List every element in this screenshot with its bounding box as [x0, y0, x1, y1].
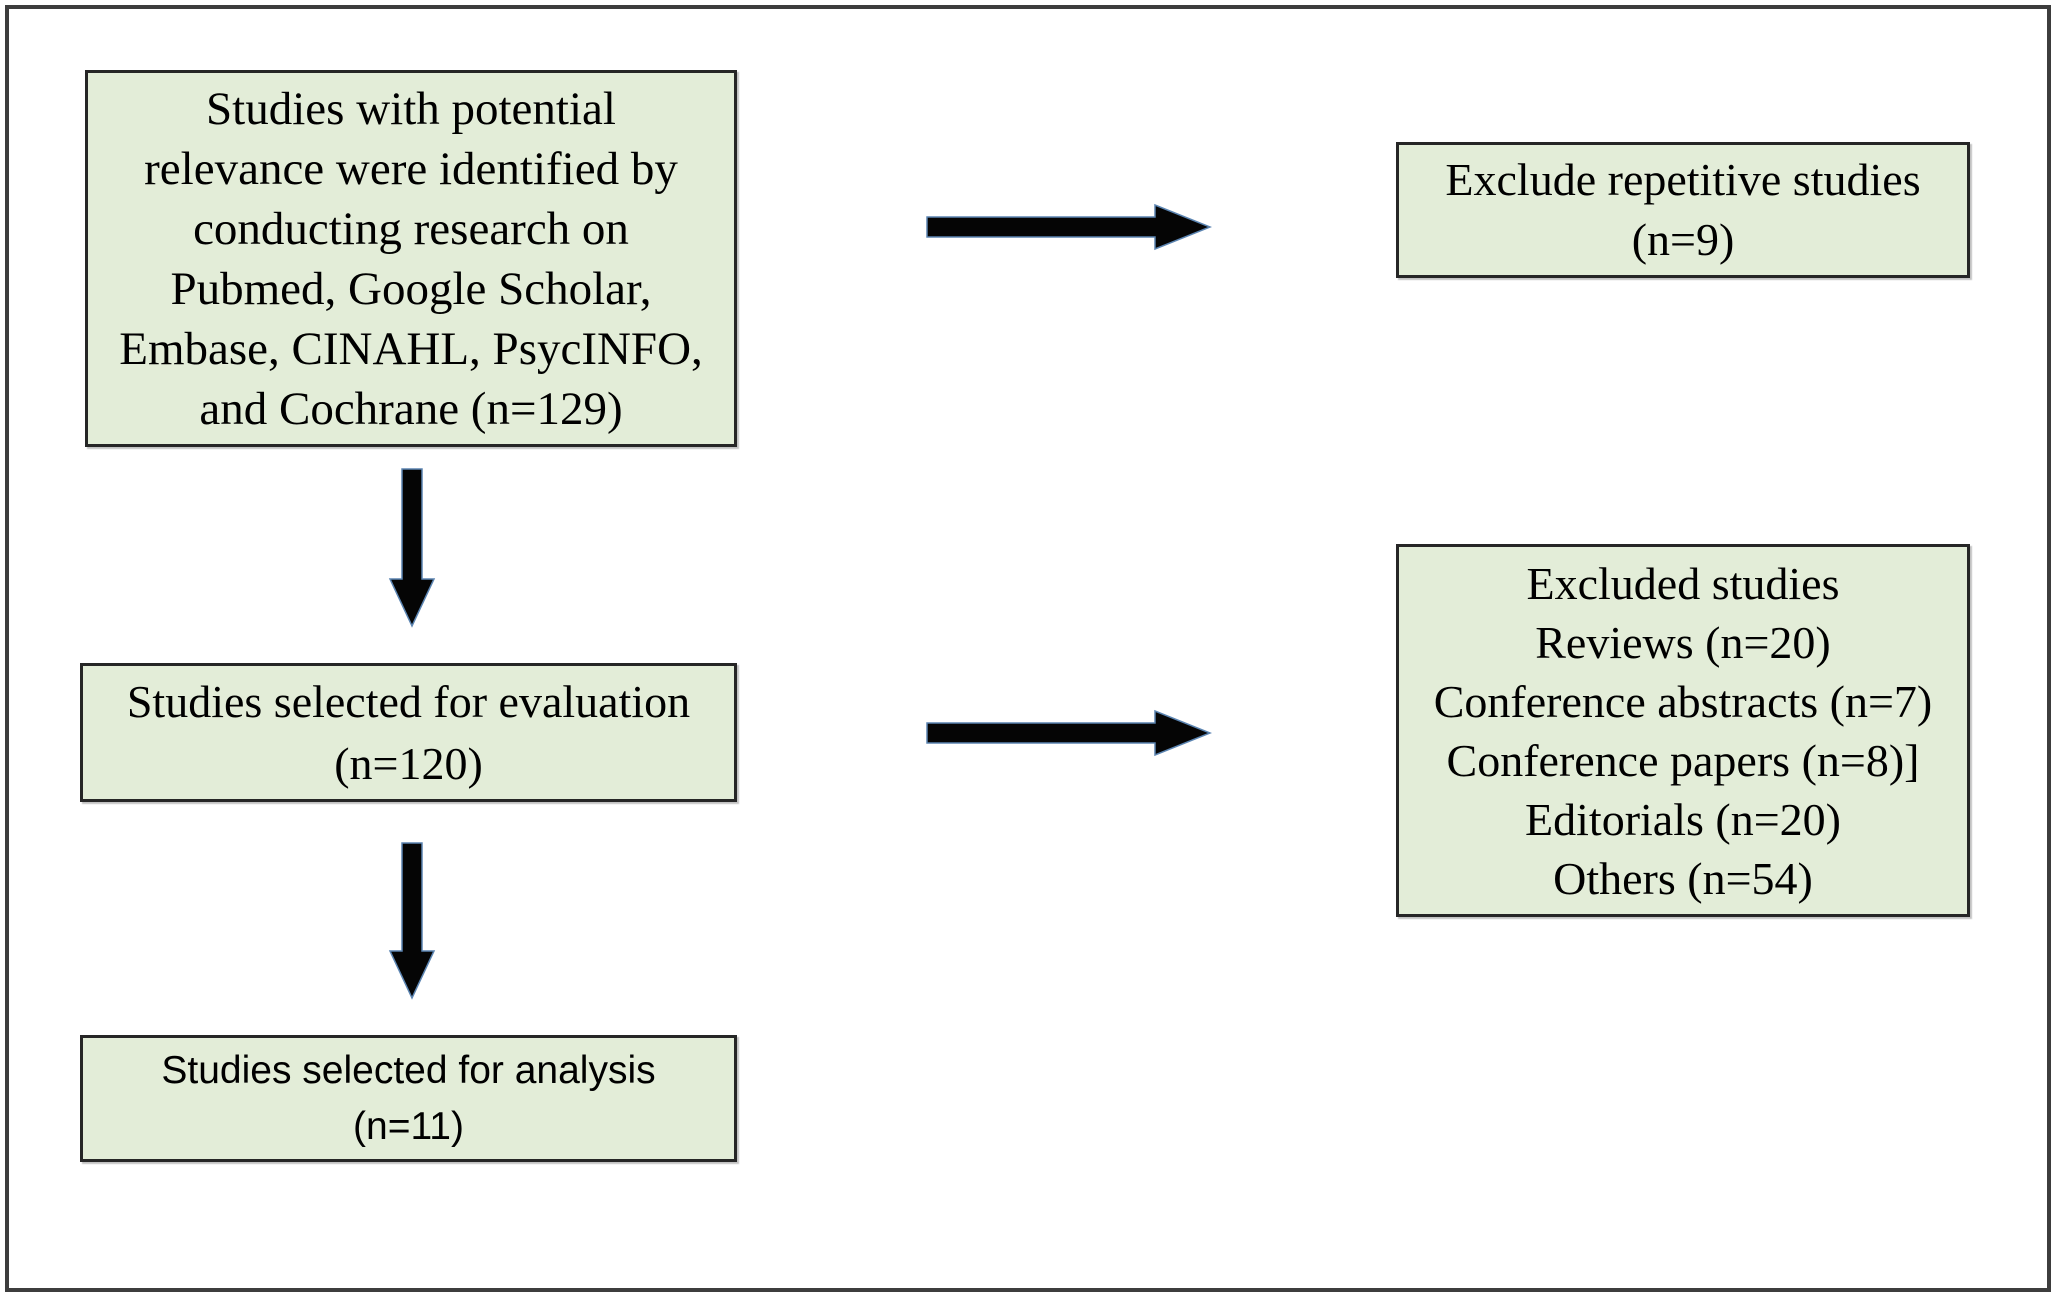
- box-exclude-repetitive-text: Exclude repetitive studies (n=9): [1445, 154, 1921, 265]
- arrow-right-to-excluded-icon: [926, 709, 1212, 757]
- box-exclude-repetitive: Exclude repetitive studies (n=9): [1396, 142, 1970, 278]
- box-studies-analysis: Studies selected for analysis (n=11): [80, 1035, 737, 1162]
- box-studies-analysis-text: Studies selected for analysis (n=11): [161, 1048, 656, 1148]
- diagram-border-frame: [5, 5, 2051, 1292]
- arrow-down-to-analysis-icon: [388, 842, 436, 1000]
- box-studies-identified: Studies with potential relevance were id…: [85, 70, 737, 447]
- box-excluded-studies-text: Excluded studies Reviews (n=20) Conferen…: [1433, 557, 1933, 904]
- box-excluded-studies: Excluded studies Reviews (n=20) Conferen…: [1396, 544, 1970, 917]
- box-studies-identified-text: Studies with potential relevance were id…: [119, 82, 703, 435]
- box-studies-evaluation-text: Studies selected for evaluation (n=120): [126, 675, 691, 789]
- arrow-down-to-evaluation-icon: [388, 468, 436, 628]
- arrow-right-to-exclude-icon: [926, 203, 1212, 251]
- box-studies-evaluation: Studies selected for evaluation (n=120): [80, 663, 737, 802]
